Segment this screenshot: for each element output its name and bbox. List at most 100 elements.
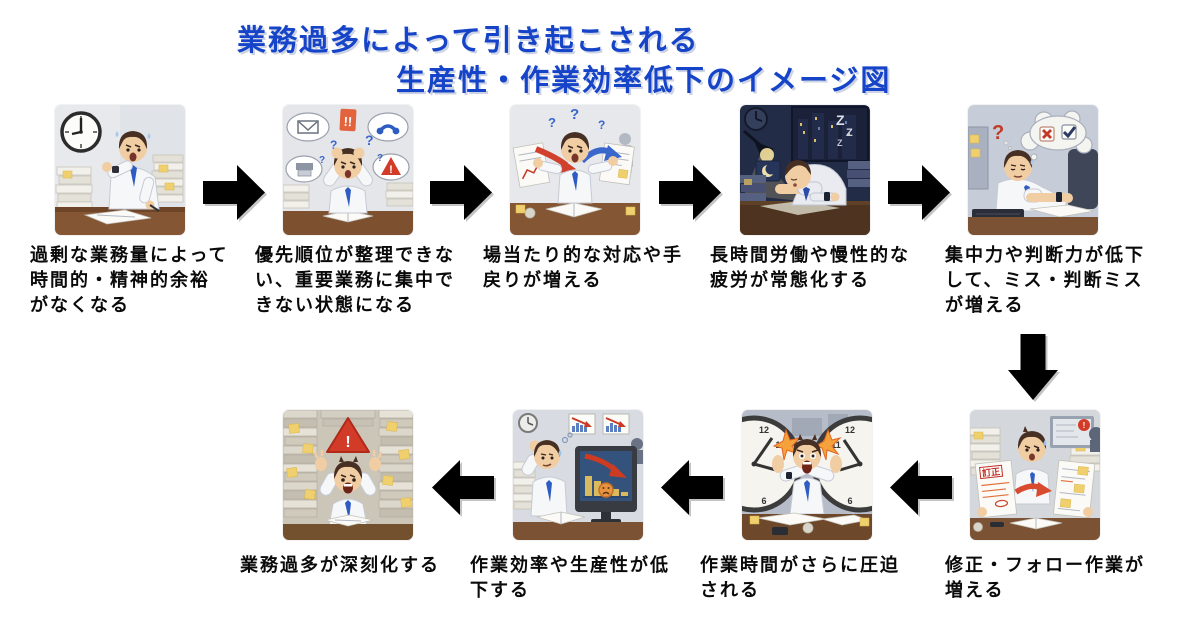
illustration-step-9: ! [283, 410, 413, 540]
worker-figure [323, 147, 373, 214]
illustration-step-2: ! !! ? ? ? ? [283, 105, 413, 235]
caption-step-6: 修正・フォロー作業が 増える [945, 553, 1145, 603]
page-title-line-1: 業務過多によって引き起こされる [237, 25, 700, 57]
warning-exclamation: ! [345, 434, 350, 451]
arrow-right-icon [888, 165, 950, 220]
question-mark: ? [570, 106, 579, 123]
wall-clock-icon [60, 111, 102, 153]
question-mark: ? [319, 155, 325, 166]
monitor-declining-chart-icon [575, 446, 637, 524]
caption-step-9: 業務過多が深刻化する [240, 553, 440, 578]
caption-step-5: 集中力や判断力が低下 して、ミス・判断ミス が増える [945, 243, 1145, 318]
caption-step-1: 過剰な業務量によって 時間的・精神的余裕 がなくなる [30, 243, 229, 318]
wall-clock-icon [744, 107, 768, 131]
coworker-silhouette [1089, 427, 1100, 441]
caption-line: 業務過多が深刻化する [240, 555, 440, 575]
question-mark: ? [992, 122, 1004, 144]
worker-figure [1013, 426, 1051, 505]
side-monitor [968, 126, 989, 190]
caption-line: が増える [945, 295, 1025, 315]
caption-line: きない状態になる [255, 295, 415, 315]
clock-numeral: 6 [761, 496, 766, 506]
arrow-left-icon [432, 460, 494, 515]
desk [968, 217, 1098, 235]
arrow-left-icon [890, 460, 952, 515]
double-exclamation: !! [343, 114, 352, 129]
arrow-down-icon [1008, 334, 1058, 400]
correction-document: 訂正 [974, 459, 1018, 519]
caption-line: 疲労が常態化する [710, 270, 870, 290]
illustration-step-3: ? ? ? ? [510, 105, 640, 235]
tired-worker-figure [995, 150, 1073, 212]
caption-line: 時間的・精神的余裕 [30, 270, 210, 290]
caption-line: 場当たり的な対応や手 [483, 245, 683, 265]
mail-bubble-icon [286, 112, 330, 142]
phone-bubble-icon [367, 112, 409, 142]
arrow-right-icon [203, 165, 265, 220]
illustration-step-5: ? [968, 105, 1098, 235]
red-arrow-icon [534, 146, 576, 173]
caption-step-3: 場当たり的な対応や手 戻りが増える [483, 243, 683, 293]
worried-worker-figure [521, 440, 568, 517]
sleeping-worker-figure [775, 160, 847, 206]
warning-exclamation: ! [389, 164, 393, 176]
illustration-step-4: Z Z Z [740, 105, 870, 235]
illustration-step-7: 12 1 6 12 11 6 [742, 410, 872, 540]
worker-figure [533, 132, 618, 204]
arrow-right-icon [659, 165, 721, 220]
monitor-alert-icon: ! [1050, 416, 1094, 448]
caption-step-8: 作業効率や生産性が低 下する [470, 553, 670, 603]
calculator-icon [772, 527, 788, 535]
caption-line: がなくなる [30, 295, 130, 315]
sleep-z: Z [846, 127, 853, 139]
caption-line: 長時間労働や慢性的な [710, 245, 910, 265]
caption-line: 集中力や判断力が低下 [945, 245, 1145, 265]
correction-stamp-text: 訂正 [982, 466, 1001, 479]
desk [283, 524, 413, 540]
impact-flash-icon [772, 428, 802, 461]
wristwatch-icon [1056, 192, 1062, 202]
question-mark: ? [598, 118, 605, 132]
overwhelmed-worker-figure [313, 450, 383, 527]
caption-line: 作業効率や生産性が低 [470, 555, 670, 575]
warning-bubble-icon: ! [372, 153, 410, 181]
declining-chart-card-icon [568, 413, 596, 435]
clock-numeral: 11 [831, 440, 841, 450]
arrow-right-icon [430, 165, 492, 220]
panicked-worker-figure [772, 434, 842, 515]
wristwatch-icon [824, 192, 830, 201]
impact-flash-icon [814, 428, 842, 461]
illustration-step-1 [55, 105, 185, 235]
caption-step-7: 作業時間がさらに圧迫 される [700, 553, 900, 603]
question-mark: ? [330, 138, 337, 152]
question-mark: ? [365, 132, 374, 148]
question-mark: ? [377, 153, 383, 164]
clock-numeral: 12 [845, 425, 855, 435]
sad-face-icon [598, 482, 614, 498]
caption-line: 下する [470, 580, 530, 600]
arrow-left-icon [661, 460, 723, 515]
declining-chart-card-icon [602, 413, 630, 435]
caption-line: い、重要業務に集中で [255, 270, 455, 290]
wall-clock-icon [518, 413, 538, 433]
page-title-line-2: 生産性・作業効率低下のイメージ図 [396, 65, 892, 97]
wristwatch-icon [112, 166, 119, 173]
caption-line: 作業時間がさらに圧迫 [700, 555, 900, 575]
correction-arrow-icon [1014, 482, 1052, 497]
wristwatch-icon [786, 472, 792, 479]
night-window [791, 106, 869, 162]
caption-line: 過剰な業務量によって [30, 245, 229, 265]
sleep-z: Z [836, 112, 845, 128]
files-bubble-icon [285, 155, 323, 183]
desk [513, 522, 643, 540]
illustration-step-8 [513, 410, 643, 540]
caption-step-4: 長時間労働や慢性的な 疲労が常態化する [710, 243, 910, 293]
warning-triangle-icon: ! [326, 417, 370, 453]
caption-line: して、ミス・判断ミス [945, 270, 1144, 290]
illustration-step-6: ! 訂正 [970, 410, 1100, 540]
caption-line: 戻りが増える [483, 270, 603, 290]
clock-numeral: 6 [847, 496, 852, 506]
question-mark: ? [548, 115, 556, 130]
stapler-icon [990, 522, 1004, 527]
